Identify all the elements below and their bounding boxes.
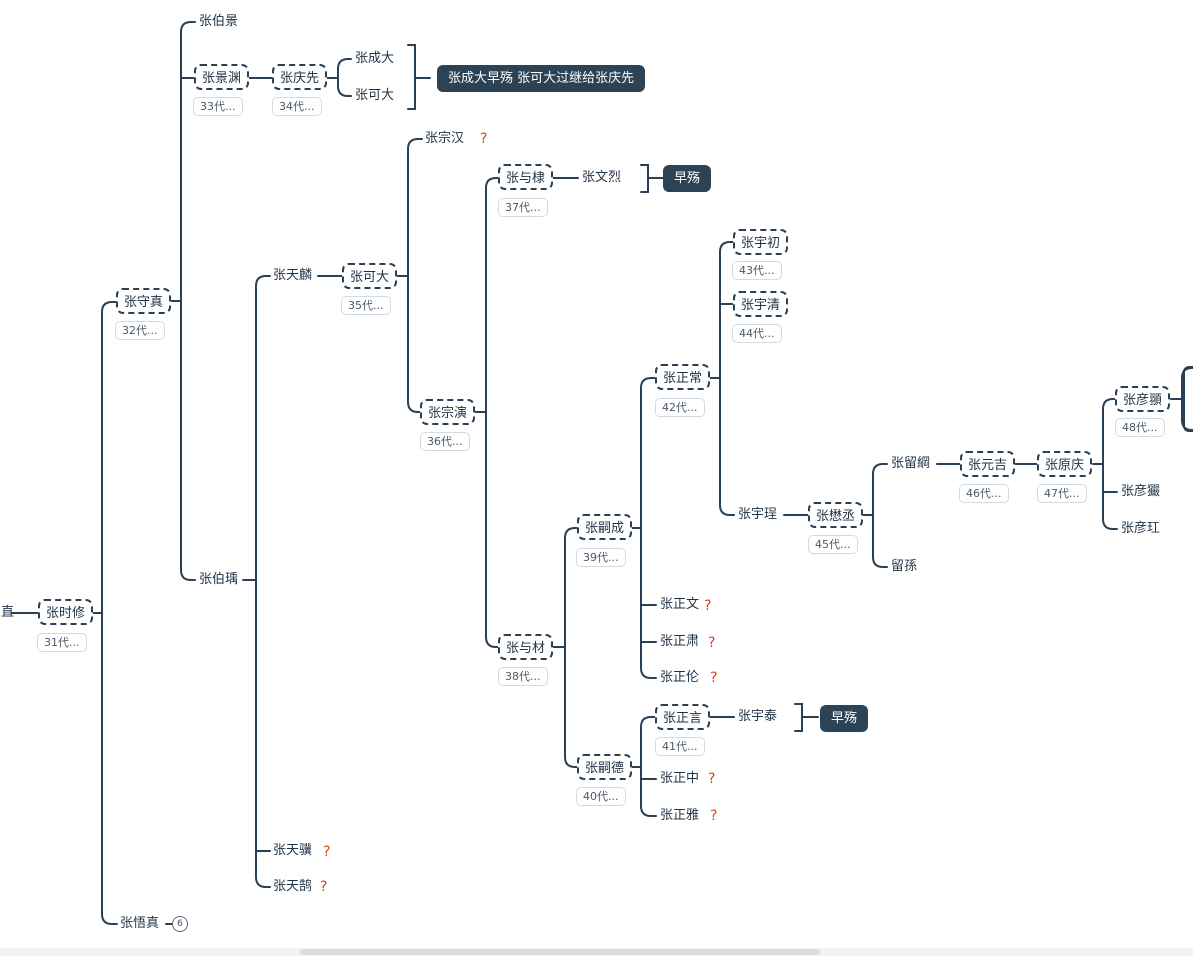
node-zhang-yanhong[interactable]: 张彦玒 [1121,521,1161,536]
node-liusun[interactable]: 留孫 [891,559,918,574]
node-zhang-yanpin[interactable]: 张彦頨 [1115,386,1171,412]
generation-tag-43[interactable]: 43代... [732,261,782,280]
node-zhang-side[interactable]: 张嗣德 [577,754,633,780]
node-zhang-qingxian[interactable]: 张庆先 [272,64,328,90]
node-zhang-yuchu[interactable]: 张宇初 [733,229,789,255]
question-mark-icon: ? [480,131,488,147]
node-zhang-jingyuan[interactable]: 张景渊 [194,64,250,90]
node-zhang-keda[interactable]: 张可大 [342,263,398,289]
note-early-death[interactable]: 早殇 [663,165,712,192]
question-mark-icon: ? [710,670,718,686]
note-adoption[interactable]: 张成大早殇 张可大过继给张庆先 [437,65,646,92]
horizontal-scrollbar[interactable] [0,948,1193,956]
node-zhang-yucheng[interactable]: 张宇珵 [738,507,778,522]
question-mark-icon: ? [708,635,716,651]
generation-tag-33[interactable]: 33代... [193,97,243,116]
node-zhang-zhengsu[interactable]: 张正肃 [660,634,700,649]
note-early-death[interactable]: 早殇 [820,705,869,732]
generation-tag-31[interactable]: 31代... [37,633,87,652]
generation-tag-41[interactable]: 41代... [655,737,705,756]
node-zhang-tianlin[interactable]: 张天麟 [273,268,313,283]
node-zhang-tianhe[interactable]: 张天鹄 [273,879,313,894]
node-zhang-zonghan[interactable]: 张宗汉 [425,131,465,146]
generation-tag-37[interactable]: 37代... [498,198,548,217]
question-mark-icon: ? [708,771,716,787]
generation-tag-34[interactable]: 34代... [272,97,322,116]
collapsed-children-count[interactable]: 6 [172,916,188,932]
node-zhang-boyu[interactable]: 张伯瑀 [199,572,239,587]
generation-tag-35[interactable]: 35代... [341,296,391,315]
node-root-partial[interactable]: 直 [1,605,15,620]
question-mark-icon: ? [710,808,718,824]
node-zhang-keda-adopted[interactable]: 张可大 [355,88,395,103]
generation-tag-44[interactable]: 44代... [732,324,782,343]
node-zhang-yuanqing[interactable]: 张原庆 [1037,451,1093,477]
node-zhang-yanxian[interactable]: 张彦玁 [1121,484,1161,499]
generation-tag-39[interactable]: 39代... [576,548,626,567]
question-mark-icon: ? [704,598,712,614]
node-zhang-shouzhen[interactable]: 张守真 [116,288,172,314]
generation-tag-40[interactable]: 40代... [576,787,626,806]
node-zhang-zhengyan[interactable]: 张正言 [655,704,711,730]
question-mark-icon: ? [320,879,328,895]
generation-tag-47[interactable]: 47代... [1037,484,1087,503]
scrollbar-thumb[interactable] [300,949,820,955]
node-zhang-bojing[interactable]: 张伯景 [199,14,239,29]
node-zhang-yucai[interactable]: 张与材 [498,634,554,660]
node-zhang-tianji[interactable]: 张天骥 [273,843,313,858]
generation-tag-32[interactable]: 32代... [115,321,165,340]
node-zhang-chengda[interactable]: 张成大 [355,51,395,66]
generation-tag-48[interactable]: 48代... [1115,418,1165,437]
node-zhang-zongyan[interactable]: 张宗演 [420,399,476,425]
node-zhang-wuzhen[interactable]: 张悟真 [120,916,160,931]
generation-tag-36[interactable]: 36代... [420,432,470,451]
node-zhang-liugang[interactable]: 张留綱 [891,456,931,471]
node-zhang-zhengwen[interactable]: 张正文 [660,597,700,612]
generation-tag-46[interactable]: 46代... [959,484,1009,503]
offscreen-branch-edge[interactable] [1183,366,1193,432]
node-zhang-yuanji[interactable]: 张元吉 [960,451,1016,477]
node-zhang-yutai[interactable]: 张宇泰 [738,709,778,724]
node-zhang-shixiu[interactable]: 张时修 [38,599,94,625]
node-zhang-zhengzhong[interactable]: 张正中 [660,771,700,786]
node-zhang-sicheng[interactable]: 张嗣成 [577,514,633,540]
node-zhang-maocheng[interactable]: 张懋丞 [808,502,864,528]
question-mark-icon: ? [323,844,331,860]
node-zhang-wenlie[interactable]: 张文烈 [582,170,622,185]
generation-tag-38[interactable]: 38代... [498,667,548,686]
node-zhang-yudi[interactable]: 张与棣 [498,164,554,190]
generation-tag-45[interactable]: 45代... [808,535,858,554]
node-zhang-yuqing[interactable]: 张宇清 [733,291,789,317]
node-zhang-zhengchang[interactable]: 张正常 [655,364,711,390]
node-zhang-zhengya[interactable]: 张正雅 [660,808,700,823]
generation-tag-42[interactable]: 42代... [655,398,705,417]
node-zhang-zhenglun[interactable]: 张正伦 [660,670,700,685]
